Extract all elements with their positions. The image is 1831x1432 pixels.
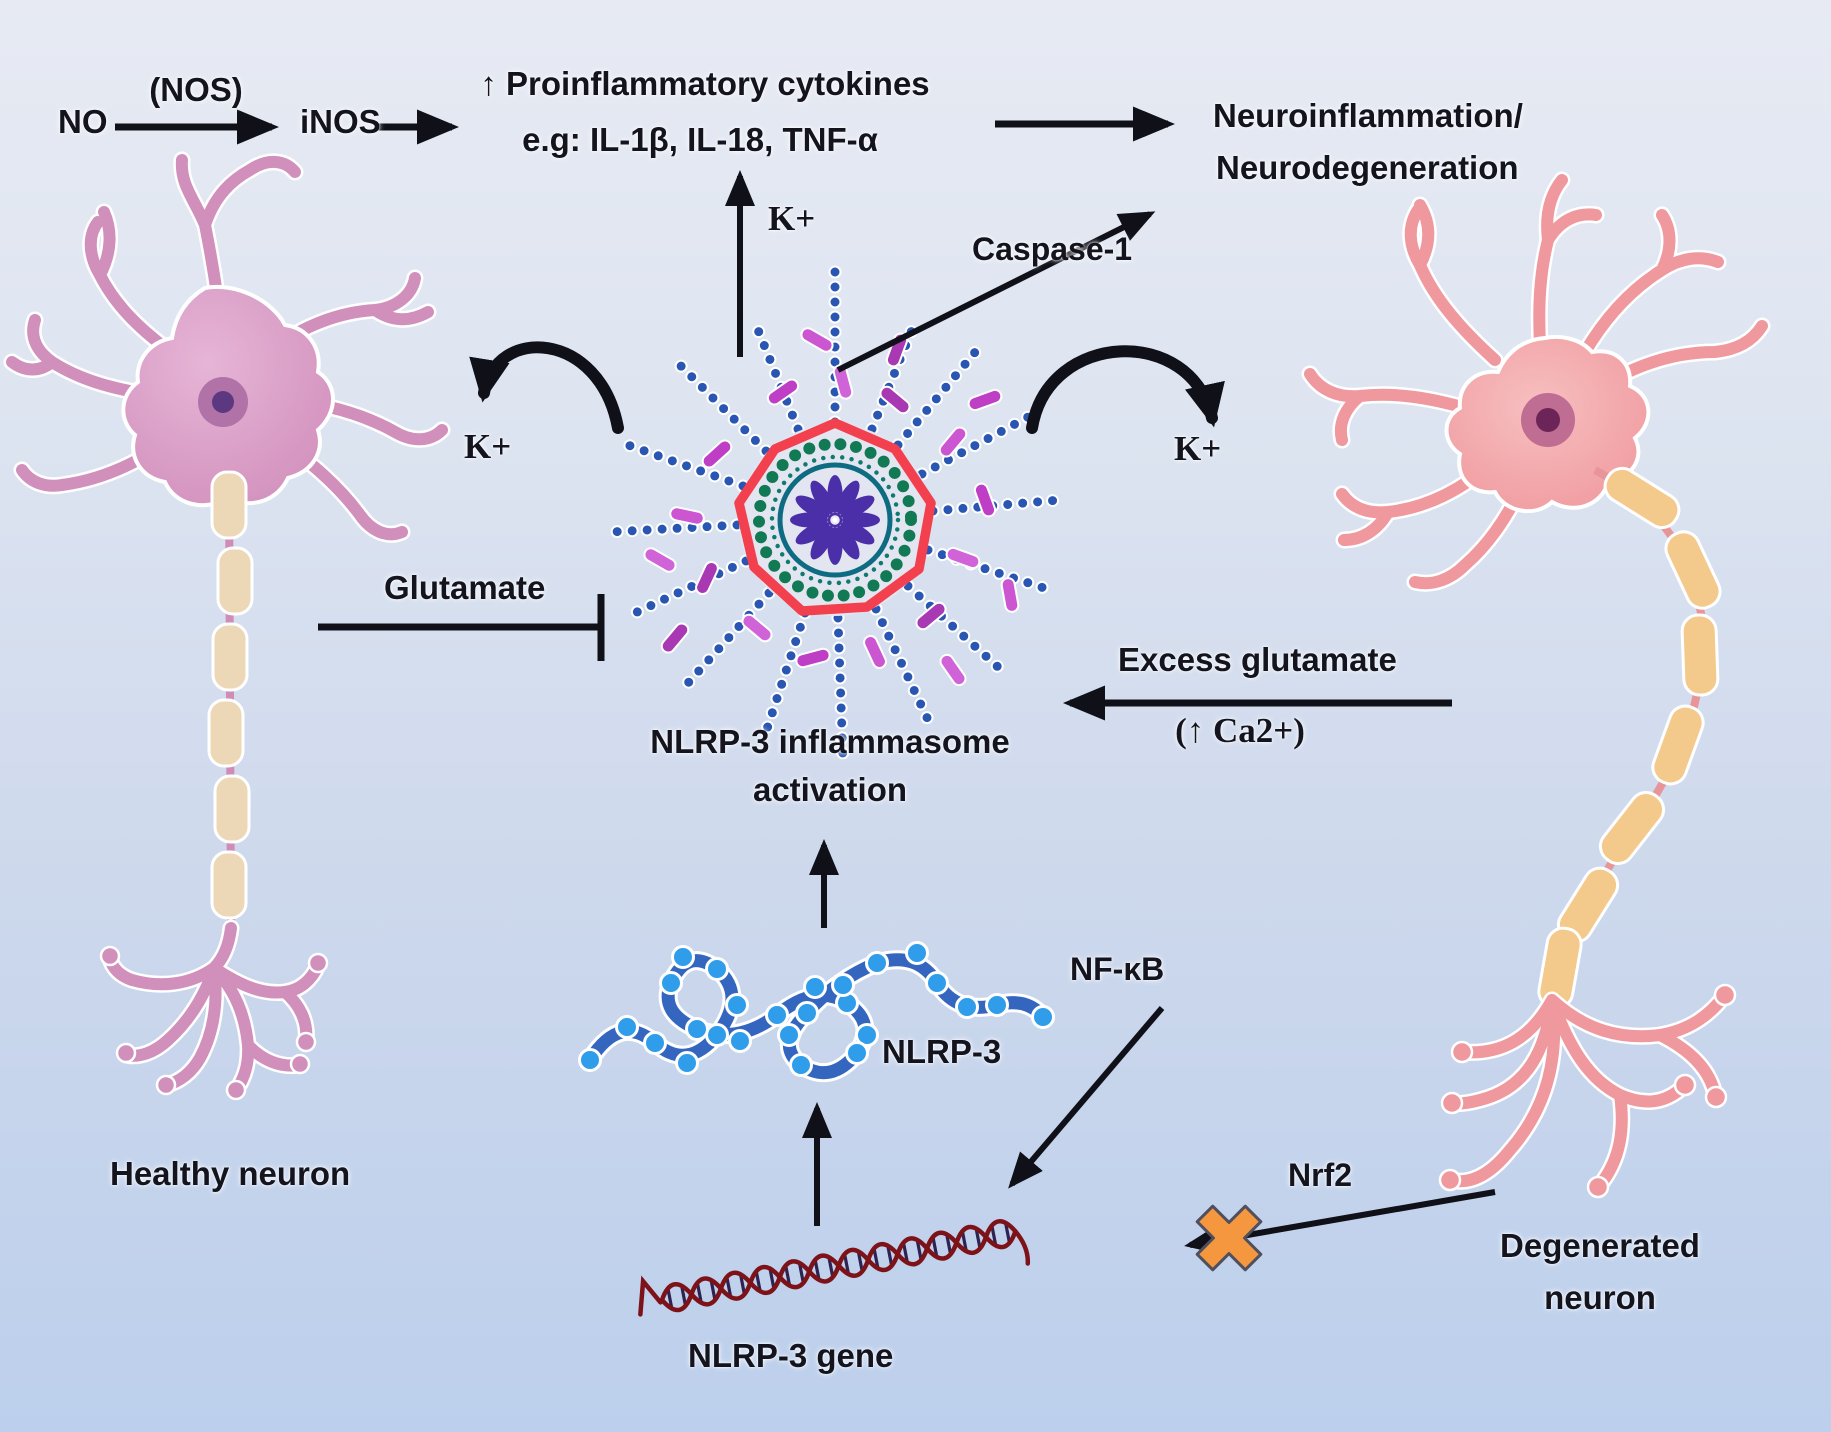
label-degenerated-line2: neuron bbox=[1544, 1279, 1656, 1316]
label-neurodegeneration: Neurodegeneration bbox=[1216, 149, 1519, 186]
dna-helix-illustration bbox=[638, 1219, 1031, 1317]
k-efflux-arrow-right bbox=[1026, 345, 1225, 434]
inflammasome-core-flower bbox=[790, 475, 880, 565]
label-caspase1: Caspase-1 bbox=[972, 231, 1133, 267]
label-no: NO bbox=[58, 103, 108, 140]
label-k-left: K+ bbox=[464, 427, 512, 466]
label-cytokines-line1: ↑ Proinflammatory cytokines bbox=[480, 65, 930, 102]
inflammasome-capsules bbox=[643, 327, 1020, 687]
nlrp3-protein-illustration bbox=[578, 941, 1055, 1076]
label-ca2: (↑ Ca2+) bbox=[1175, 711, 1305, 750]
nlrp3-inflammasome-illustration bbox=[610, 270, 1059, 760]
degenerated-axon-myelin bbox=[1537, 466, 1722, 1010]
inflammasome-outer-ring bbox=[734, 418, 936, 616]
arrow-caspase1 bbox=[836, 211, 1156, 373]
label-nrf2: Nrf2 bbox=[1288, 1157, 1353, 1193]
label-healthy-neuron: Healthy neuron bbox=[110, 1155, 351, 1192]
label-activation-line2: activation bbox=[752, 771, 908, 808]
label-neuroinflammation: Neuroinflammation/ bbox=[1213, 97, 1523, 134]
degenerated-neuron-illustration bbox=[1310, 180, 1762, 1199]
k-efflux-arrow-left bbox=[469, 341, 624, 434]
label-cytokines-line2: e.g: IL-1β, IL-18, TNF-α bbox=[522, 121, 878, 158]
label-activation-line1: NLRP-3 inflammasome bbox=[650, 723, 1010, 760]
label-degenerated-line1: Degenerated bbox=[1500, 1227, 1700, 1264]
label-nos: (NOS) bbox=[149, 71, 243, 108]
healthy-axon-myelin bbox=[207, 470, 254, 920]
dna-rungs bbox=[666, 1222, 1012, 1310]
label-nfkb: NF-κB bbox=[1070, 951, 1165, 987]
label-k-top: K+ bbox=[768, 199, 816, 238]
blocked-x-icon bbox=[1195, 1204, 1263, 1272]
label-nlrp3: NLRP-3 bbox=[882, 1033, 1002, 1070]
label-excess-glutamate: Excess glutamate bbox=[1118, 641, 1397, 678]
healthy-axon-terminal-tips bbox=[99, 945, 329, 1101]
label-nlrp3-gene: NLRP-3 gene bbox=[688, 1337, 894, 1374]
label-glutamate: Glutamate bbox=[384, 569, 546, 606]
healthy-neuron-illustration bbox=[12, 160, 442, 1101]
degenerated-axon-terminal-tips bbox=[1438, 983, 1737, 1199]
label-inos: iNOS bbox=[300, 103, 381, 140]
arrow-nfkb-to-gene bbox=[1008, 1006, 1165, 1189]
label-k-right: K+ bbox=[1174, 429, 1222, 468]
glutamate-inhibition-bar bbox=[318, 594, 605, 661]
